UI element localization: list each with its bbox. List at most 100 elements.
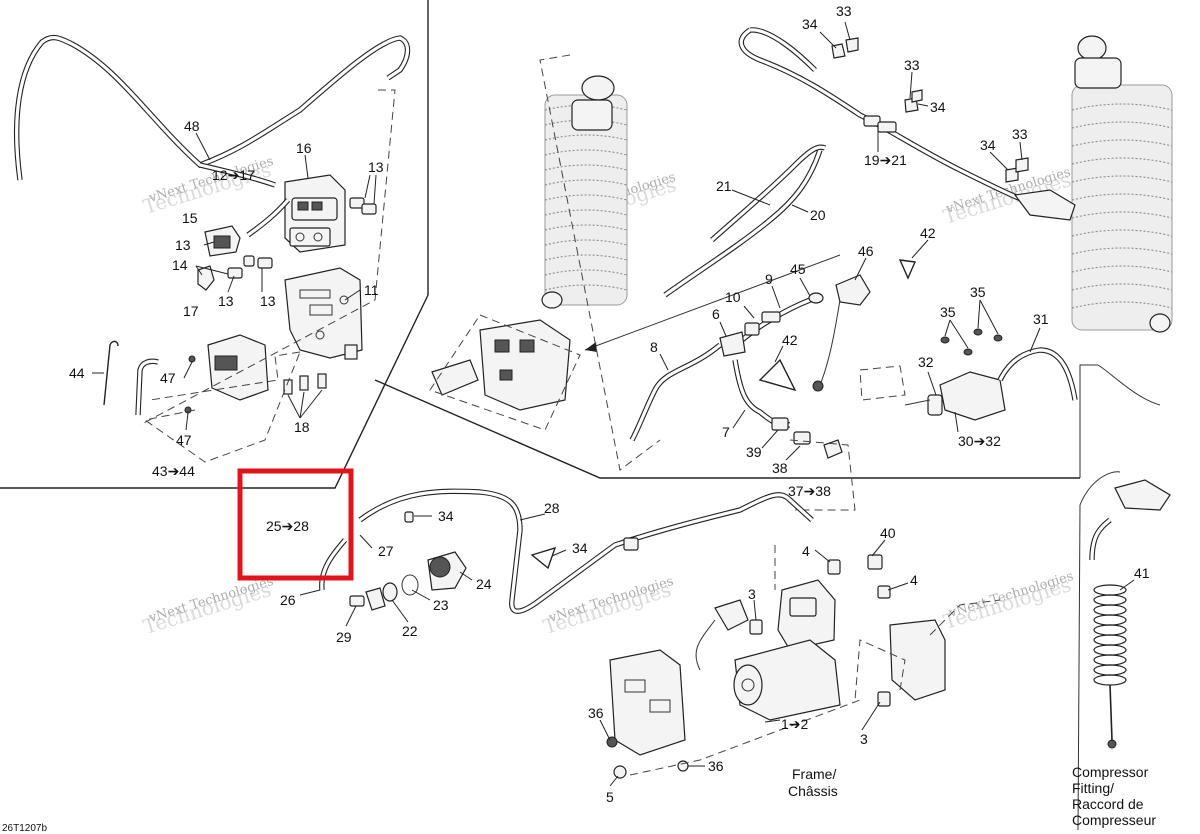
- callout-36a: 36: [588, 705, 604, 721]
- hose-28: [358, 488, 814, 614]
- dashed-leaders-center: [539, 54, 661, 471]
- callout-8: 8: [650, 339, 658, 355]
- callout-9: 9: [765, 271, 773, 287]
- callout-38: 38: [772, 460, 788, 476]
- callout-43-44: 43➔44: [152, 463, 195, 479]
- callout-15: 15: [182, 210, 198, 226]
- callout-5: 5: [606, 789, 614, 805]
- callout-14: 14: [172, 257, 188, 273]
- fittings-22-29: [349, 511, 557, 611]
- callout-13d: 13: [260, 293, 276, 309]
- callout-17: 17: [183, 303, 199, 319]
- dashed-leaders-top-left: [139, 89, 396, 463]
- bolts-18: [283, 373, 327, 395]
- section-borders: [0, 0, 1161, 489]
- callout-35b: 35: [970, 284, 986, 300]
- callout-12-17: 12➔17: [212, 167, 255, 183]
- callout-42a: 42: [920, 225, 936, 241]
- svg-text:Fitting/: Fitting/: [1072, 780, 1114, 796]
- callout-36b: 36: [708, 758, 724, 774]
- bracket-11: [284, 267, 363, 360]
- callout-42b: 42: [782, 332, 798, 348]
- callout-33b: 33: [904, 57, 920, 73]
- compressor-fitting-41: [1077, 471, 1171, 831]
- hoses-19-21: [738, 27, 1076, 221]
- svg-text:Compresseur: Compresseur: [1072, 812, 1156, 828]
- frame-caption: Frame/ Châssis: [788, 766, 838, 799]
- cable-43: [135, 358, 159, 416]
- callout-41: 41: [1134, 565, 1150, 581]
- callout-24: 24: [476, 576, 492, 592]
- callout-4b: 4: [910, 572, 918, 588]
- callout-labels: 48 16 12➔17 13 15 13 14 13 13 17 11 44 4…: [69, 3, 1150, 805]
- callout-44: 44: [69, 365, 85, 381]
- dashed-leaders-bottom: [629, 545, 1001, 776]
- right-shock-absorber: [1071, 35, 1173, 333]
- leader-arrow-center: [584, 254, 841, 352]
- callout-45: 45: [790, 261, 806, 277]
- compressor-fitting-caption: Compressor Fitting/ Raccord de Compresse…: [1072, 764, 1156, 828]
- svg-text:Frame/: Frame/: [792, 766, 836, 782]
- fittings-6-10-45: [719, 292, 824, 357]
- callout-47b: 47: [176, 432, 192, 448]
- highlight-box: [237, 468, 354, 581]
- callout-34a: 34: [802, 16, 818, 32]
- callout-3b: 3: [860, 731, 868, 747]
- callout-19-21: 19➔21: [864, 152, 907, 168]
- svg-text:Compressor: Compressor: [1072, 764, 1149, 780]
- hose-26: [319, 538, 348, 591]
- callout-26: 26: [280, 592, 296, 608]
- callout-18: 18: [294, 419, 310, 435]
- callout-33c: 33: [1012, 126, 1028, 142]
- callout-1-2: 1➔2: [781, 716, 809, 732]
- callout-40: 40: [880, 525, 896, 541]
- svg-text:Châssis: Châssis: [788, 783, 838, 799]
- callout-33a: 33: [836, 3, 852, 19]
- callout-37-38: 37➔38: [788, 483, 831, 499]
- pin-44: [103, 340, 119, 406]
- part-reference-code: 26T1207b: [2, 823, 47, 834]
- sensor-46: [812, 274, 871, 392]
- callout-6: 6: [712, 306, 720, 322]
- module-47: [184, 334, 269, 414]
- hose-48: [14, 34, 411, 188]
- connector-15: [204, 225, 241, 257]
- callout-11: 11: [364, 282, 379, 298]
- hose-7-fittings: [732, 359, 856, 511]
- valve-block-16: [246, 174, 346, 253]
- callout-34e: 34: [572, 540, 588, 556]
- callout-30-32: 30➔32: [958, 433, 1001, 449]
- callout-34b: 34: [930, 99, 946, 115]
- callout-35a: 35: [940, 304, 956, 320]
- bracket-30-32: [859, 328, 1006, 421]
- callout-10: 10: [725, 289, 741, 305]
- callout-47a: 47: [160, 370, 176, 386]
- callout-39: 39: [746, 444, 762, 460]
- callout-4a: 4: [802, 543, 810, 559]
- compressor-1-2: [695, 554, 891, 721]
- callout-28: 28: [544, 500, 560, 516]
- callout-34c: 34: [980, 137, 996, 153]
- callout-13c: 13: [218, 293, 234, 309]
- callout-16: 16: [296, 140, 312, 156]
- callout-31: 31: [1033, 311, 1049, 327]
- callout-32: 32: [918, 354, 934, 370]
- leader-lines: [92, 21, 1135, 787]
- hose-8: [629, 342, 722, 442]
- clamps-33-34: [831, 37, 1029, 183]
- callout-22: 22: [402, 623, 418, 639]
- callout-21: 21: [716, 178, 732, 194]
- callout-34d: 34: [438, 508, 454, 524]
- callout-20: 20: [810, 207, 826, 223]
- hose-31: [997, 347, 1078, 401]
- fittings-13: [197, 197, 377, 291]
- left-shock-absorber: [541, 75, 628, 309]
- callout-48: 48: [184, 118, 200, 134]
- callout-29: 29: [336, 629, 352, 645]
- callout-25-28: 25➔28: [266, 518, 309, 534]
- hose-20: [663, 144, 827, 298]
- brackets-frame: [606, 619, 946, 779]
- callout-13b: 13: [175, 237, 191, 253]
- callout-46: 46: [858, 243, 874, 259]
- callout-3a: 3: [748, 586, 756, 602]
